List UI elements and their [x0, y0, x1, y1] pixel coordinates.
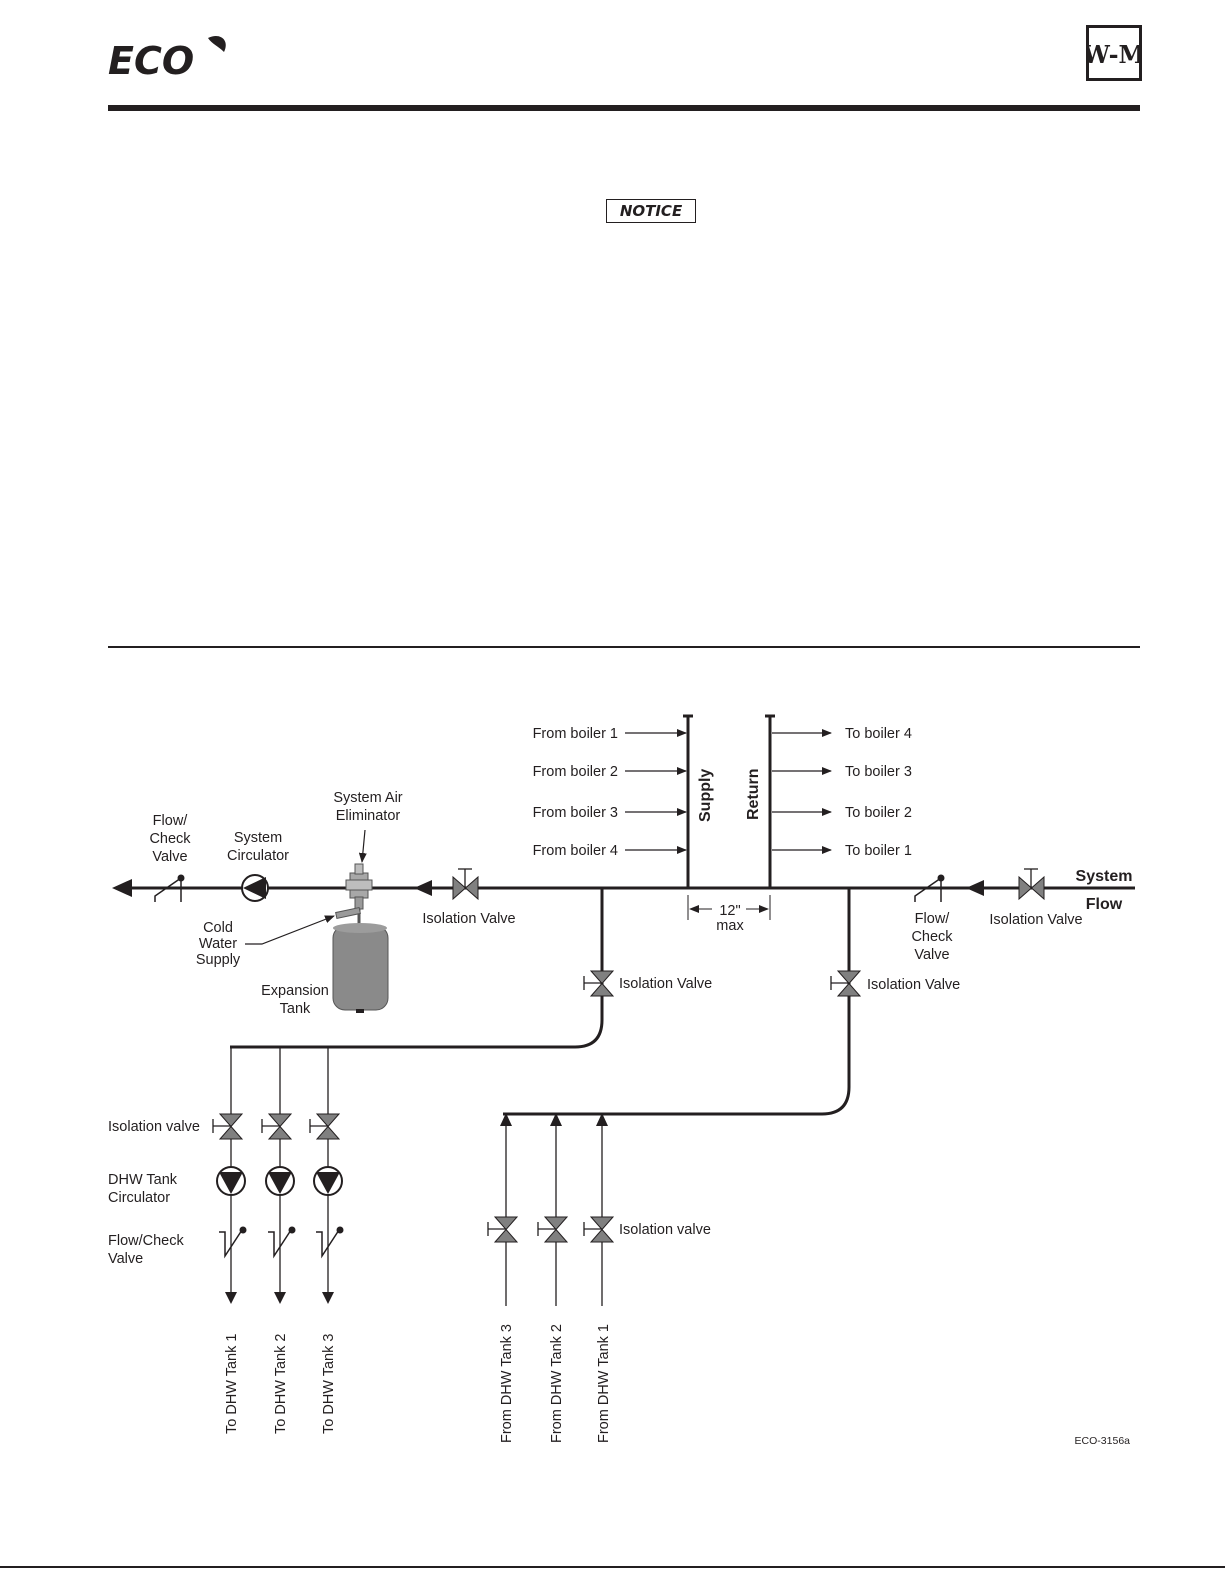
dhw-flow-check-label: Flow/Check [108, 1233, 184, 1249]
system-circulator-label: Circulator [227, 848, 289, 864]
to-dhw-tank-label: To DHW Tank 3 [321, 1334, 337, 1434]
flow-check-label-right: Check [911, 929, 953, 945]
dhw-return-riser [487, 1113, 519, 1306]
boiler-supply-label: From boiler 3 [533, 805, 618, 821]
dimension-value: 12" [719, 903, 740, 919]
air-eliminator [345, 863, 373, 910]
cold-water-label: Cold [203, 920, 233, 936]
boiler-return-label: To boiler 1 [845, 843, 912, 859]
isolation-valve-label: Isolation Valve [867, 977, 960, 993]
from-dhw-tank-label: From DHW Tank 2 [549, 1324, 565, 1443]
system-circulator-label: System [234, 830, 282, 846]
supply-header-label: Supply [697, 769, 714, 822]
figure-id: ECO-3156a [1075, 1435, 1131, 1447]
dhw-flow-check-label: Valve [108, 1251, 143, 1267]
cold-water-pointer [245, 915, 335, 945]
dhw-isolation-label: Isolation valve [108, 1119, 200, 1135]
expansion-tank-drain [356, 1009, 364, 1013]
expansion-tank-label: Tank [280, 1001, 311, 1017]
boiler-supply-label: From boiler 2 [533, 764, 618, 780]
boiler-supply-label: From boiler 4 [533, 843, 618, 859]
air-eliminator-label: System Air [333, 790, 402, 806]
isolation-valve-main-right [1018, 868, 1045, 901]
boiler-return-label: To boiler 3 [845, 764, 912, 780]
isolation-valve-branch-right [830, 970, 862, 997]
expansion-tank [332, 925, 389, 1011]
dhw-circulator-label: DHW Tank [108, 1172, 178, 1188]
expansion-tank-label: Expansion [261, 983, 329, 999]
eco-logo-text: ECO [108, 39, 194, 80]
dimension-unit: max [716, 918, 744, 934]
wm-logo-text: W-M [1089, 40, 1139, 69]
dhw-supply-drop [261, 1047, 296, 1304]
wm-logo-mark: W-M [1082, 40, 1145, 69]
flow-check-label-right: Valve [914, 947, 949, 963]
flow-check-valve-left [154, 874, 185, 902]
dhw-return-branch [503, 888, 851, 1116]
cold-water-pipe [335, 906, 361, 920]
cold-water-label: Water [199, 936, 237, 952]
boiler-return-label: To boiler 4 [845, 726, 912, 742]
expansion-tank-top [333, 923, 387, 933]
flow-arrow-main-right [966, 880, 984, 896]
air-eliminator-pointer [358, 829, 367, 863]
flow-check-label-left: Check [149, 831, 191, 847]
section-rule [108, 646, 1140, 648]
dhw-circulator-label: Circulator [108, 1190, 170, 1206]
from-dhw-tank-label: From DHW Tank 1 [596, 1324, 612, 1443]
system-flow-label: Flow [1086, 896, 1123, 913]
return-header-label: Return [745, 768, 762, 820]
dhw-supply-drop [309, 1047, 344, 1304]
air-eliminator-label: Eliminator [336, 808, 401, 824]
dhw-return-riser [537, 1113, 569, 1306]
flow-arrow-outlet [112, 879, 132, 897]
header-rule [108, 105, 1140, 111]
from-dhw-tank-label: From DHW Tank 3 [499, 1324, 515, 1443]
isolation-valve-label: Isolation Valve [989, 912, 1082, 928]
flow-check-label-right: Flow/ [915, 911, 951, 927]
isolation-valve-label: Isolation Valve [422, 911, 515, 927]
flow-check-valve-right [914, 874, 945, 902]
leaf-icon [208, 35, 226, 52]
flow-arrow-main-left [414, 880, 432, 896]
bottom-rule [0, 1566, 1225, 1568]
dhw-supply-drop [212, 1047, 247, 1304]
isolation-valve-label: Isolation Valve [619, 976, 712, 992]
boiler-supply-label: From boiler 1 [533, 726, 618, 742]
isolation-valve-main-left [452, 868, 479, 901]
flow-check-label-left: Flow/ [153, 813, 189, 829]
to-dhw-tank-label: To DHW Tank 2 [273, 1334, 289, 1434]
dhw-return-riser [583, 1113, 615, 1306]
dhw-supply-branch [230, 888, 604, 1049]
boiler-return-label: To boiler 2 [845, 805, 912, 821]
return-isolation-label: Isolation valve [619, 1222, 711, 1238]
notice-badge: NOTICE [606, 199, 696, 223]
wm-logo: W-M [1082, 25, 1145, 81]
cold-water-label: Supply [196, 952, 241, 968]
eco-logo: ECO [108, 35, 226, 80]
system-flow-label: System [1076, 868, 1133, 885]
isolation-valve-branch-left [583, 970, 615, 997]
system-circulator-pump [241, 874, 269, 902]
to-dhw-tank-label: To DHW Tank 1 [224, 1334, 240, 1434]
flow-check-label-left: Valve [152, 849, 187, 865]
